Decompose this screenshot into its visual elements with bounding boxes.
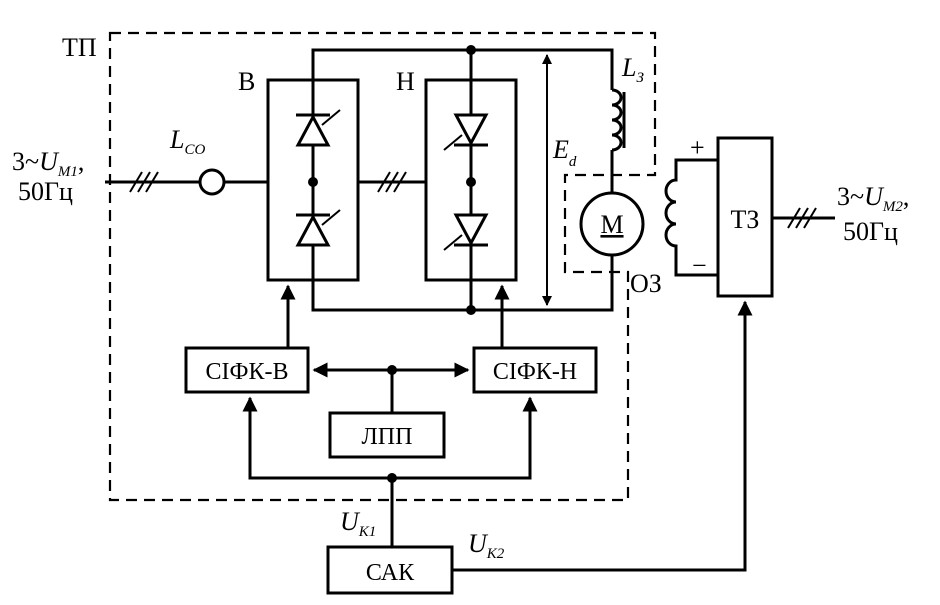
field-winding-label: ОЗ — [630, 269, 662, 298]
uk1-label: UК1 — [340, 507, 376, 540]
plus-sign: + — [690, 133, 705, 162]
sifk-b-block — [184, 346, 310, 394]
inductor-lz-icon — [611, 88, 623, 152]
minus-sign: − — [692, 251, 707, 280]
sak-label: САК — [366, 560, 415, 586]
lpp-label: ЛПП — [362, 424, 413, 450]
tp-boundary — [108, 31, 657, 502]
inductor-lz-label: LЗ — [621, 53, 644, 86]
thyristor-h-top-icon — [443, 80, 489, 182]
reactor-lco-label: LСО — [169, 125, 205, 158]
rectifier-b-label: В — [238, 67, 255, 96]
thyristor-b-top-icon — [295, 80, 341, 182]
sifk-h-block — [472, 346, 598, 394]
supply2-label: 3~UМ2, — [837, 182, 909, 215]
thyristor-b-bottom-icon — [295, 182, 341, 280]
sifk-h-label: СІФК-Н — [493, 359, 577, 385]
sifk-b-label: СІФК-В — [206, 359, 289, 385]
supply1-label: 3~UМ1, — [12, 147, 84, 180]
exciter-block — [716, 136, 774, 298]
rectifier-h-label: Н — [396, 67, 415, 96]
lpp-block — [328, 411, 446, 459]
supply1-freq: 50Гц — [18, 177, 73, 206]
tp-label: ТП — [62, 33, 97, 62]
thyristor-h-bottom-icon — [443, 182, 489, 280]
control-wiring — [242, 284, 753, 572]
sak-block — [326, 545, 454, 595]
supply2-freq: 50Гц — [843, 217, 898, 246]
exciter-label: ТЗ — [731, 205, 760, 234]
field-winding-icon — [664, 158, 718, 277]
emf-label: Ed — [552, 135, 577, 170]
motor-icon — [579, 191, 645, 257]
reactor-lco-icon — [180, 168, 226, 196]
junction-dots — [308, 45, 476, 483]
motor-label: М — [600, 210, 623, 239]
uk2-label: UК2 — [468, 529, 505, 562]
three-phase-marks — [129, 171, 817, 229]
